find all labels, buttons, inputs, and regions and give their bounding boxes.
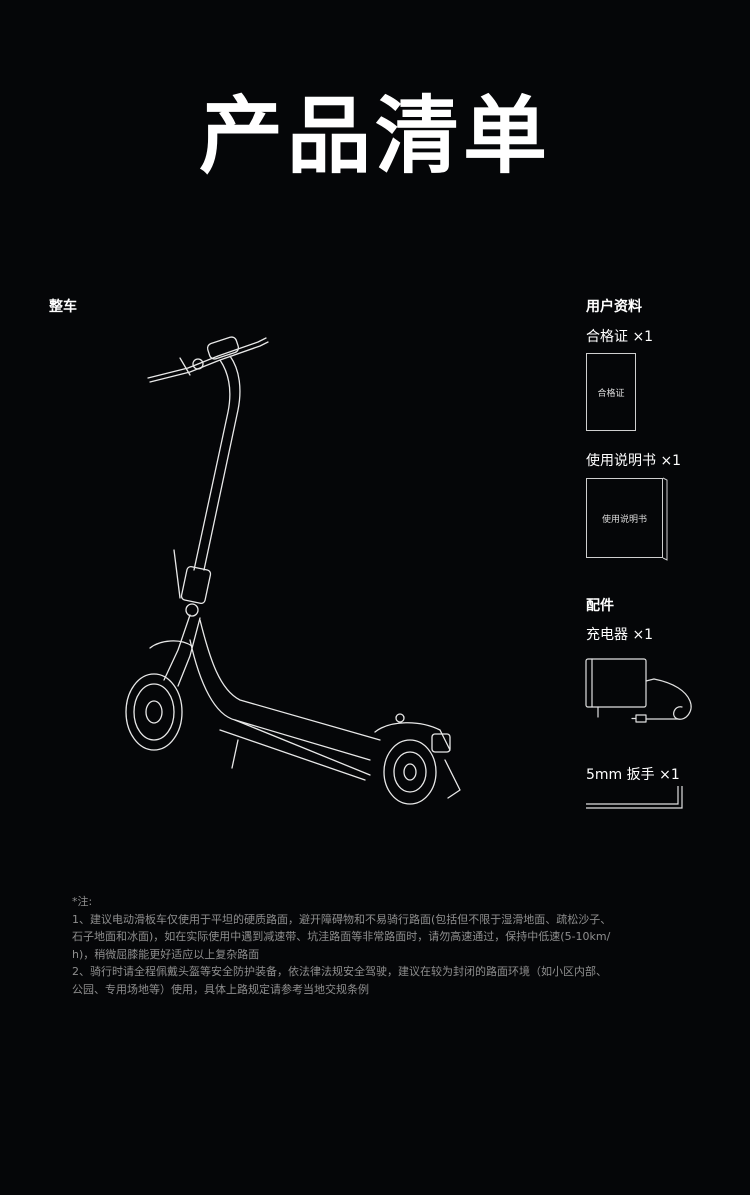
manual-book-spine [662,477,668,561]
notes-line: 2、骑行时请全程佩戴头盔等安全防护装备，依法律法规安全驾驶，建议在较为封闭的路面… [72,965,607,978]
manual-book: 使用说明书 [586,478,663,558]
notes-heading: *注: [72,895,93,908]
notes-line: 1、建议电动滑板车仅使用于平坦的硬质路面，避开障碍物和不易骑行路面(包括但不限于… [72,912,612,926]
docs-section-label: 用户资料 [586,299,642,315]
notes-line: 公园、专用场地等）使用，具体上路规定请参考当地交规条例 [72,982,369,996]
page-title: 产品清单 [198,87,551,185]
accessories-section-label: 配件 [586,598,614,614]
scooter-illustration [125,336,461,805]
vehicle-section-label: 整车 [49,299,77,315]
notes-line: h)，稍微屈膝能更好适应以上复杂路面 [72,947,260,961]
certificate-label: 合格证 ×1 [586,329,654,345]
charger-icon [585,658,692,723]
certificate-card: 合格证 [586,353,636,431]
certificate-card-text: 合格证 [597,388,625,399]
charger-label: 充电器 ×1 [586,627,654,643]
manual-label: 使用说明书 ×1 [586,453,682,469]
manual-book-text: 使用说明书 [601,514,647,525]
usage-notes: *注: 1、建议电动滑板车仅使用于平坦的硬质路面，避开障碍物和不易骑行路面(包括… [72,893,678,998]
wrench-label: 5mm 扳手 ×1 [586,767,680,783]
notes-line: 石子地面和冰面)，如在实际使用中遇到减速带、坑洼路面等非常路面时，请勿高速通过，… [72,930,611,943]
wrench-icon [586,786,683,809]
